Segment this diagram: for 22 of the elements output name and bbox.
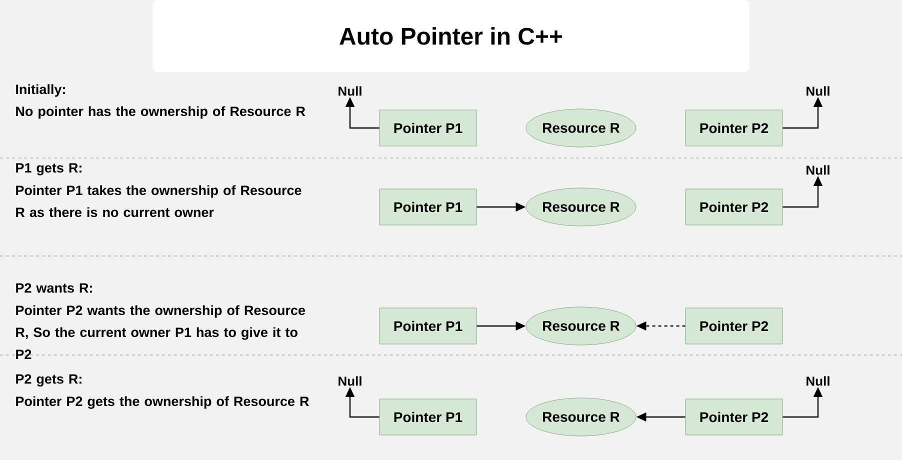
null-label: Null bbox=[806, 86, 830, 96]
pointer-box: Pointer P2 bbox=[685, 308, 783, 344]
pointer-box: Pointer P1 bbox=[379, 188, 477, 226]
row-description: No pointer has the ownership of Resource R bbox=[16, 106, 306, 119]
row-description: Pointer P1 takes the ownership of Resource R as there is no current owner bbox=[16, 185, 302, 218]
pointer-box: Pointer P1 bbox=[379, 398, 477, 436]
pointer-box: Pointer P2 bbox=[685, 398, 783, 436]
row-heading: P1 gets R: bbox=[16, 163, 82, 176]
pointer-box: Pointer P1 bbox=[379, 110, 477, 146]
row-description: Pointer P2 wants the ownership of Resource R, So the current owner P1 has to give it to P2 bbox=[16, 305, 306, 359]
null-label: Null bbox=[806, 376, 830, 386]
row-heading: P2 gets R: bbox=[16, 374, 82, 386]
null-label: Null bbox=[338, 376, 362, 386]
row-heading: Initially: bbox=[16, 84, 65, 97]
pointer-box: Pointer P1 bbox=[379, 308, 477, 344]
title-box: Auto Pointer in C++ bbox=[152, 0, 750, 72]
pointer-box: Pointer P2 bbox=[685, 110, 783, 146]
pointer-box: Pointer P2 bbox=[685, 188, 783, 226]
null-label: Null bbox=[338, 86, 362, 96]
null-label: Null bbox=[806, 165, 830, 175]
row-description: Pointer P2 gets the ownership of Resource R bbox=[16, 396, 309, 409]
row-heading: P2 wants R: bbox=[16, 283, 92, 293]
